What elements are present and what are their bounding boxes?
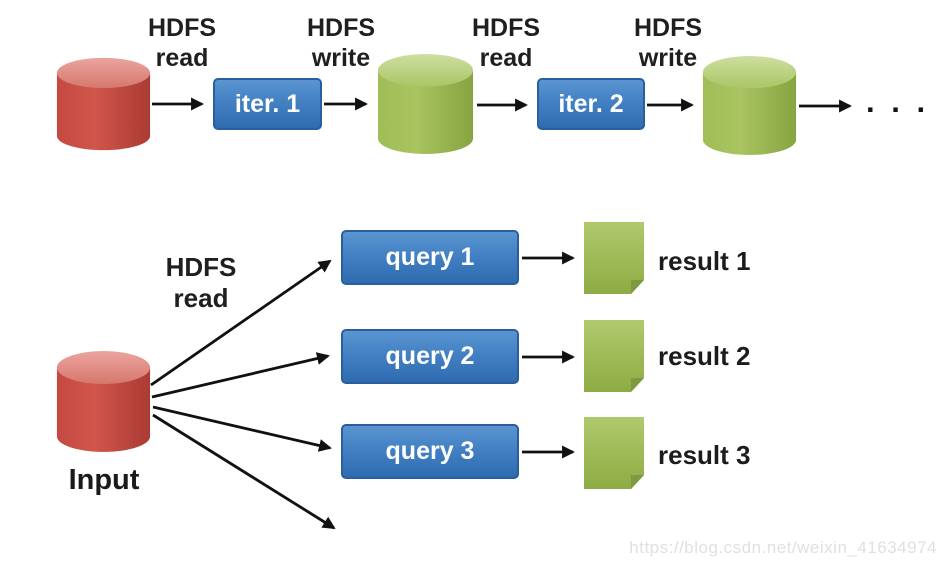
hdfs-read-label-1: HDFS read <box>147 14 217 72</box>
watermark: https://blog.csdn.net/weixin_41634974 <box>629 538 937 557</box>
arrow <box>151 352 330 399</box>
hdfs-read-label-2: HDFS read <box>471 14 541 72</box>
query-2-box: query 2 <box>341 329 519 384</box>
result-3-label: result 3 <box>658 440 751 470</box>
hdfs-write-label-1: HDFS write <box>306 14 376 72</box>
continuation-dots: . . . <box>866 84 930 119</box>
iter-1-box: iter. 1 <box>213 78 322 130</box>
hdfs-green-cylinder-icon-2 <box>701 54 798 158</box>
query-1-box: query 1 <box>341 230 519 285</box>
query-2-label: query 2 <box>385 342 475 370</box>
input-label: Input <box>68 464 140 496</box>
arrow <box>152 413 336 530</box>
result-2-label: result 2 <box>658 341 751 371</box>
hdfs-red-cylinder-icon <box>55 56 152 153</box>
hdfs-write-label-2: HDFS write <box>633 14 703 72</box>
query-3-label: query 3 <box>385 437 475 465</box>
result-3-note-icon <box>583 416 645 490</box>
result-1-label: result 1 <box>658 246 751 276</box>
iter-1-label: iter. 1 <box>234 89 301 118</box>
hdfs-green-cylinder-icon-1 <box>376 52 475 157</box>
result-2-note-icon <box>583 319 645 393</box>
hdfs-read-label-bottom: HDFS read <box>165 252 237 313</box>
iter-2-box: iter. 2 <box>537 78 645 130</box>
input-red-cylinder-icon <box>55 349 152 455</box>
iter-2-label: iter. 2 <box>558 89 624 118</box>
query-3-box: query 3 <box>341 424 519 479</box>
arrow <box>152 405 332 452</box>
result-1-note-icon <box>583 221 645 295</box>
query-1-label: query 1 <box>385 243 475 271</box>
